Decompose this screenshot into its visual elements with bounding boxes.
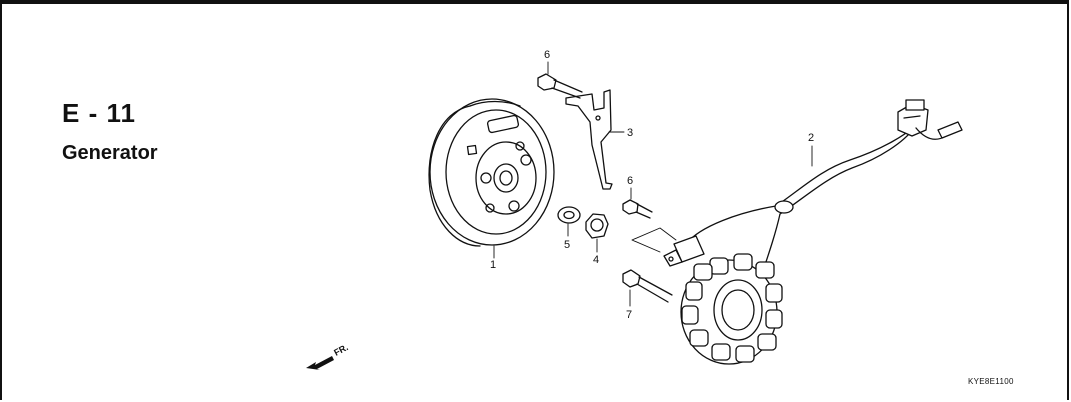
callout-numbers: 1 2 3 4 5 6 6 7 [490,49,814,321]
callout-6-middle: 6 [627,175,633,187]
washer [557,206,581,237]
bracket [565,89,625,190]
stator-assembly [631,99,963,365]
nut [585,213,609,253]
bolt-lower [622,269,673,307]
bolt-middle [622,187,653,219]
front-arrow-icon [306,356,334,370]
section-code: E - 11 [62,98,136,128]
flywheel-rotor [428,98,555,259]
front-label: FR. [332,342,349,358]
bolt-upper [537,61,583,99]
callout-2: 2 [808,132,814,144]
pulse-sensor [663,235,705,267]
callout-4: 4 [593,254,599,266]
callout-5: 5 [564,239,570,251]
front-direction-indicator: FR. [306,342,350,370]
callout-7: 7 [626,309,632,321]
callout-1: 1 [490,259,496,271]
main-connector [897,99,929,137]
callout-6-upper: 6 [544,49,550,61]
section-title: Generator [62,142,158,164]
drawing-code: KYE8E1100 [968,377,1014,386]
callout-3: 3 [627,127,633,139]
